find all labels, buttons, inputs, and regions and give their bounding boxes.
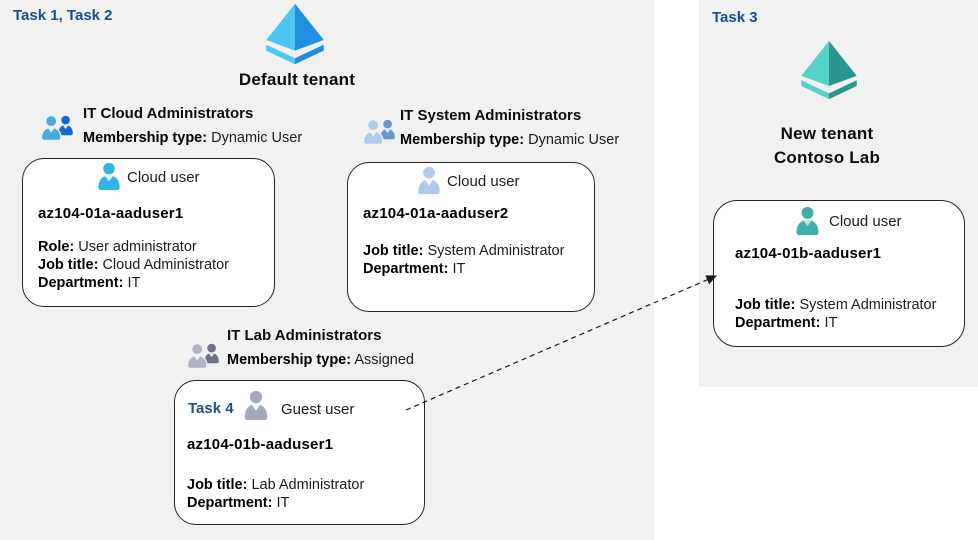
- guest-user-icon-gray: [242, 390, 270, 422]
- role-value: User administrator: [78, 239, 197, 255]
- user-box-aaduser1: [22, 158, 275, 307]
- jobtitle-value: Cloud Administrator: [102, 257, 229, 273]
- user1-jobtitle-line: Job title: Cloud Administrator: [38, 257, 229, 273]
- department-value: IT: [452, 261, 466, 277]
- department-label: Department:: [38, 275, 124, 291]
- department-value: IT: [824, 315, 838, 331]
- jobtitle-value: System Administrator: [799, 297, 937, 313]
- group-icon-cloud-admins: [40, 112, 74, 143]
- cloud-user-icon-teal: [794, 206, 821, 237]
- group-membership-lab-admins: Membership type: Assigned: [227, 352, 414, 368]
- task-4-label: Task 4: [188, 400, 234, 417]
- user-type-label: Cloud user: [127, 169, 200, 186]
- department-label: Department:: [187, 495, 273, 511]
- department-value: IT: [127, 275, 141, 291]
- azure-ad-tenant-icon: [258, 3, 332, 65]
- jobtitle-value: Lab Administrator: [251, 477, 365, 493]
- group-icon-system-admins: [362, 116, 396, 147]
- azure-ad-tenant-icon-teal: [794, 40, 864, 100]
- user-type-label: Cloud user: [447, 173, 520, 190]
- user-type-label: Cloud user: [829, 213, 902, 230]
- jobtitle-label: Job title:: [187, 477, 248, 493]
- username-new-tenant-user: az104-01b-aaduser1: [735, 245, 882, 262]
- membership-type-value: Assigned: [354, 352, 414, 368]
- guest-jobtitle-line: Job title: Lab Administrator: [187, 477, 364, 493]
- membership-type-value: Dynamic User: [528, 132, 620, 148]
- jobtitle-label: Job title:: [735, 297, 796, 313]
- jobtitle-value: System Administrator: [427, 243, 565, 259]
- group-name-lab-admins: IT Lab Administrators: [227, 327, 382, 344]
- group-membership-system-admins: Membership type: Dynamic User: [400, 132, 619, 148]
- user2-department-line: Department: IT: [363, 261, 465, 277]
- membership-type-label: Membership type:: [227, 352, 352, 368]
- department-label: Department:: [363, 261, 449, 277]
- membership-type-label: Membership type:: [83, 130, 208, 146]
- new-tenant-title-line1: New tenant: [780, 124, 874, 143]
- guest-department-line: Department: IT: [187, 495, 289, 511]
- group-name-cloud-admins: IT Cloud Administrators: [83, 105, 254, 122]
- user-box-new-tenant-user: [713, 200, 965, 347]
- new-user-department-line: Department: IT: [735, 315, 837, 331]
- group-name-system-admins: IT System Administrators: [400, 107, 582, 124]
- cloud-user-icon-blue: [96, 162, 122, 192]
- jobtitle-label: Job title:: [38, 257, 99, 273]
- user-box-guest: [174, 380, 425, 525]
- user1-department-line: Department: IT: [38, 275, 140, 291]
- new-tenant-title-line2: Contoso Lab: [773, 148, 881, 167]
- new-user-jobtitle-line: Job title: System Administrator: [735, 297, 936, 313]
- user1-role-line: Role: User administrator: [38, 239, 197, 255]
- group-membership-cloud-admins: Membership type: Dynamic User: [83, 130, 302, 146]
- role-label: Role:: [38, 239, 75, 255]
- username-aaduser1: az104-01a-aaduser1: [38, 205, 184, 222]
- task-3-label: Task 3: [712, 9, 758, 26]
- jobtitle-label: Job title:: [363, 243, 424, 259]
- username-guest: az104-01b-aaduser1: [187, 436, 334, 453]
- cloud-user-icon-steel: [416, 166, 442, 196]
- department-label: Department:: [735, 315, 821, 331]
- default-tenant-title: Default tenant: [238, 70, 356, 89]
- group-icon-lab-admins: [186, 340, 220, 371]
- user-type-label: Guest user: [281, 401, 355, 418]
- task-1-2-label: Task 1, Task 2: [13, 7, 113, 24]
- user2-jobtitle-line: Job title: System Administrator: [363, 243, 564, 259]
- membership-type-label: Membership type:: [400, 132, 525, 148]
- membership-type-value: Dynamic User: [211, 130, 303, 146]
- department-value: IT: [276, 495, 290, 511]
- username-aaduser2: az104-01a-aaduser2: [363, 205, 509, 222]
